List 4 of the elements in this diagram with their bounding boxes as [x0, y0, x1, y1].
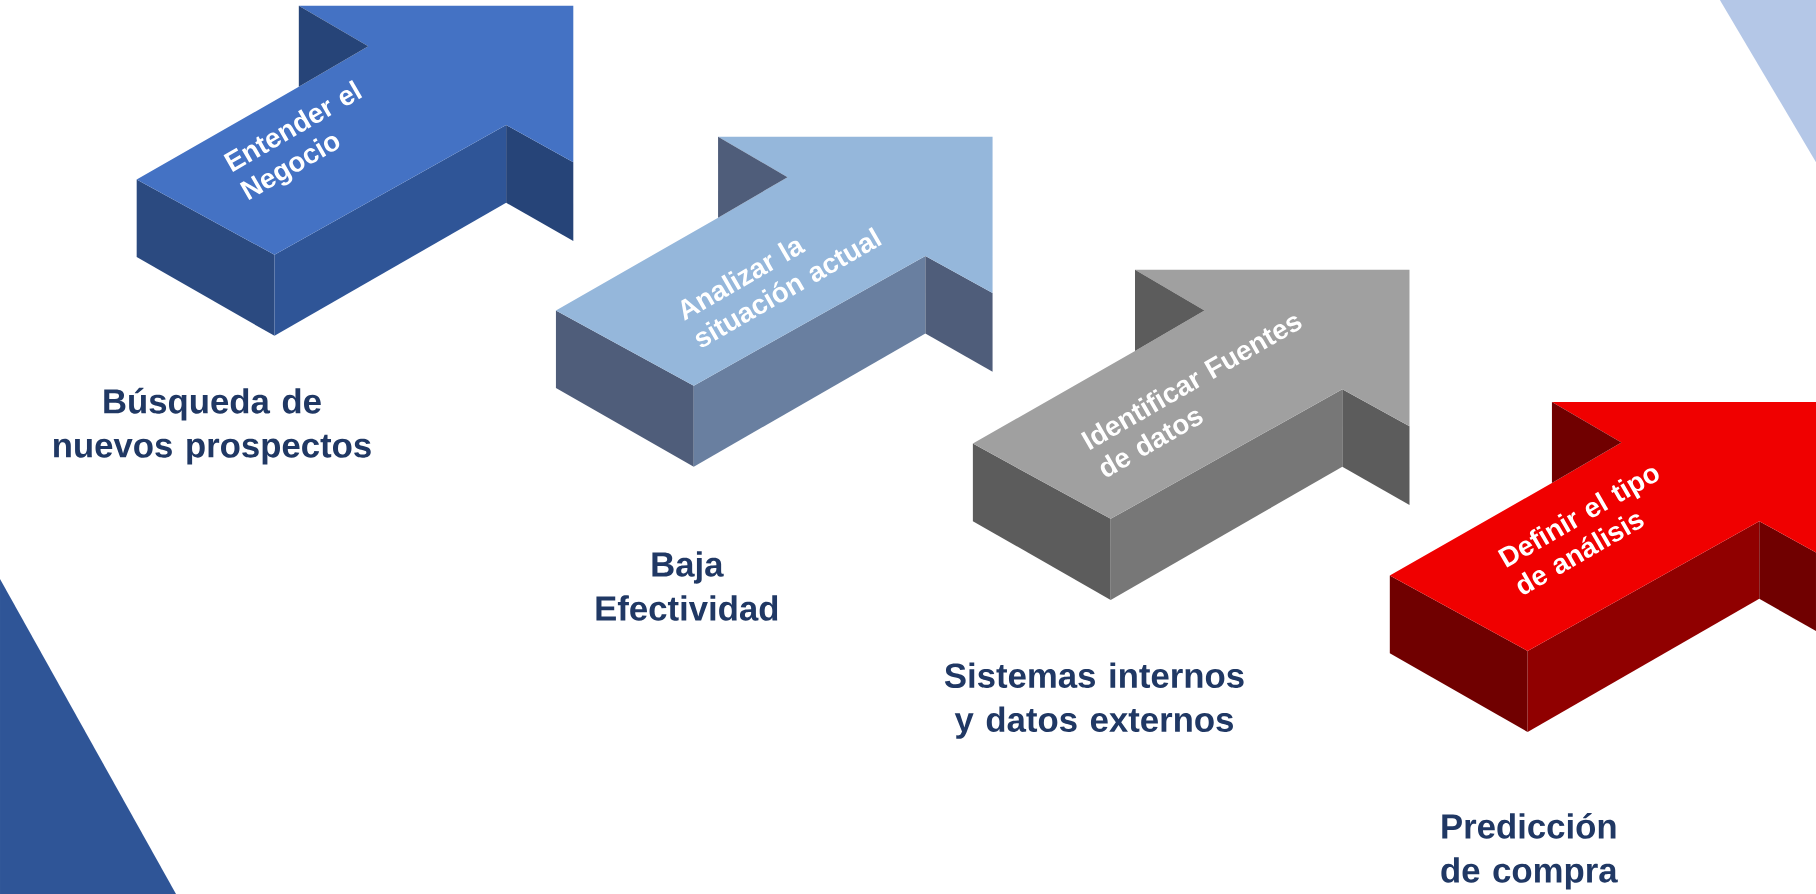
step-label: Baja Efectividad	[596, 551, 778, 621]
step-label: Búsqueda de nuevos prospectos	[54, 387, 371, 465]
step-label: Sistemas internos y datos externos	[944, 662, 1244, 739]
step-label: Predicción de compra	[1441, 812, 1618, 890]
